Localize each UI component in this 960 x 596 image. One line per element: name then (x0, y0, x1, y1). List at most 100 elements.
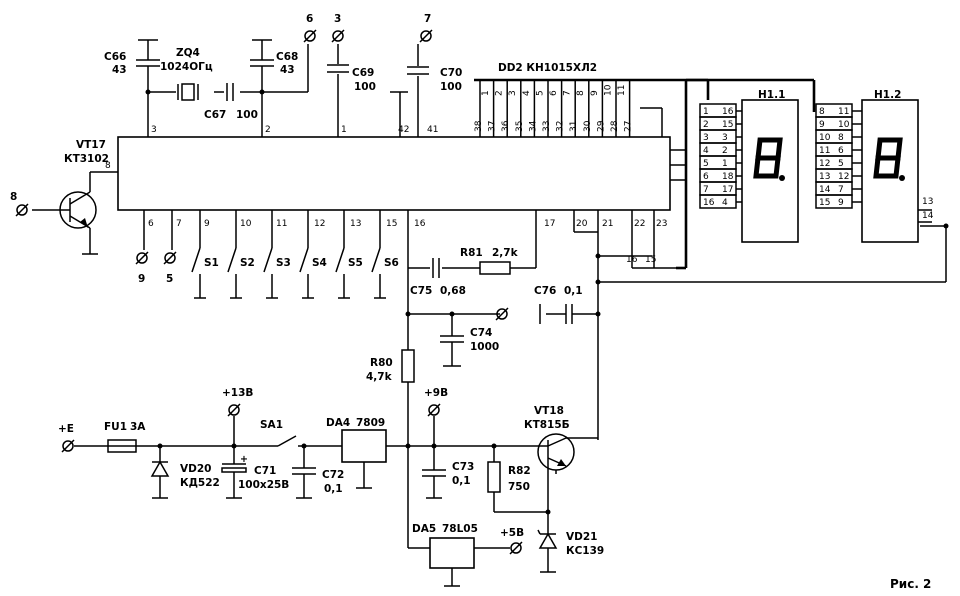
bus-pin-32: 32 (556, 121, 566, 132)
r80-ref: R80 (370, 357, 393, 369)
bus-pin-28: 28 (610, 120, 620, 132)
terminal-5v[interactable] (509, 541, 523, 555)
button-s2[interactable]: S2 (227, 210, 255, 299)
c66-capacitor (136, 39, 160, 92)
terminal-5v-label: +5В (500, 527, 524, 539)
vt17-transistor (32, 171, 118, 255)
terminal-9[interactable] (135, 251, 149, 265)
h1_1-right-pin-16: 16 (722, 107, 734, 117)
vd21-part: КС139 (566, 545, 604, 557)
terminal-3-label: 3 (334, 13, 341, 25)
display-bus (640, 78, 816, 270)
bus-line-1: 1 (481, 90, 491, 96)
terminal-13v[interactable] (227, 403, 241, 417)
ic-pin-8: 8 (105, 161, 111, 171)
h1_1-left-pin-1: 1 (703, 107, 709, 117)
ic-pin-2: 2 (265, 125, 271, 135)
fu1-value: 3А (130, 421, 146, 433)
terminal-7-label: 7 (424, 13, 431, 25)
terminal-8[interactable] (15, 203, 29, 217)
h1_1-left-pin-2: 2 (703, 120, 709, 130)
h1_2-left-pin-9: 9 (819, 120, 825, 130)
r80-value: 4,7k (366, 371, 393, 383)
r81-ref: R81 (460, 247, 483, 259)
bus-pin-29: 29 (596, 120, 606, 132)
bus-line-10: 10 (603, 84, 613, 96)
ic-pin-9: 9 (204, 219, 210, 229)
c76-capacitor (565, 304, 573, 324)
c67-value: 100 (236, 109, 258, 121)
bus-pin-16: 16 (626, 255, 638, 265)
button-s4[interactable]: S4 (299, 210, 327, 299)
h1_2-left-pin-14: 14 (819, 185, 831, 195)
sa1-switch[interactable] (277, 435, 342, 447)
da4-ref: DA4 (326, 417, 350, 429)
h1_1-left-pin-16: 16 (703, 198, 715, 208)
bus-pin-27: 27 (624, 121, 634, 132)
ic-pin-16: 16 (414, 219, 426, 229)
vt17-ref: VT17 (76, 139, 106, 151)
h1-2-ref: H1.2 (874, 89, 901, 101)
vd20-part: КД522 (180, 477, 220, 489)
h1-2-side-pin-14: 14 (922, 211, 934, 221)
r82-ref: R82 (508, 465, 531, 477)
ic-pin-3: 3 (151, 125, 157, 135)
terminal-c74[interactable] (495, 307, 509, 321)
ic-top-pins: 3 2 1 42 41 (147, 92, 438, 137)
sa1-ref: SA1 (260, 419, 283, 431)
h1-2-side-pin-13: 13 (922, 197, 933, 207)
ic-pin-6: 6 (148, 219, 154, 229)
c66-value: 43 (112, 64, 127, 76)
ic-pin-23: 23 (656, 219, 667, 229)
terminal-9v[interactable] (427, 403, 441, 417)
ic-pin-17: 17 (544, 219, 555, 229)
bus-line-8: 8 (576, 90, 586, 96)
bus-pin-15: 15 (645, 255, 656, 265)
terminal-7[interactable] (419, 29, 433, 43)
bus-line-3: 3 (508, 90, 518, 96)
vd20-diode (150, 446, 170, 499)
bus-pin-33: 33 (542, 121, 552, 132)
ic-pin-12: 12 (314, 219, 325, 229)
c75-ref: С75 (410, 285, 432, 297)
terminal-6[interactable] (303, 29, 317, 43)
ic-dd1-body (117, 136, 671, 211)
button-s3[interactable]: S3 (263, 210, 291, 299)
button-s5[interactable]: S5 (335, 210, 363, 299)
terminal-8-label: 8 (10, 191, 17, 203)
h1_2-right-pin-9: 9 (838, 198, 844, 208)
ic-pin-22: 22 (634, 219, 645, 229)
bus-pin-38: 38 (474, 120, 484, 132)
button-s6[interactable]: S6 (371, 210, 399, 299)
h1_2-left-pin-8: 8 (819, 107, 825, 117)
c75-value: 0,68 (440, 285, 466, 297)
vt18-part: КТ815Б (524, 419, 570, 431)
terminal-e[interactable] (61, 439, 75, 453)
c68-ref: С68 (276, 51, 298, 63)
button-s1[interactable]: S1 (191, 210, 219, 299)
vd21-ref: VD21 (566, 531, 597, 543)
vt17-part: КТ3102 (64, 153, 109, 165)
terminal-3[interactable] (331, 29, 345, 43)
terminal-e-label: +E (58, 423, 74, 435)
h1_2-right-pin-11: 11 (838, 107, 849, 117)
c71-value: 100х25В (238, 479, 289, 491)
ic-pin-1: 1 (341, 125, 347, 135)
h1_1-right-pin-18: 18 (722, 172, 734, 182)
c74-value: 1000 (470, 341, 499, 353)
zq4-ref: ZQ4 (176, 47, 200, 59)
terminal-5[interactable] (163, 251, 177, 265)
h1-1-seven-segment-digit (753, 137, 785, 181)
h1_1-left-pin-3: 3 (703, 133, 709, 143)
h1_2-right-pin-7: 7 (838, 185, 844, 195)
h1_1-right-pin-15: 15 (722, 120, 733, 130)
h1_1-left-pin-7: 7 (703, 185, 709, 195)
bus-line-7: 7 (563, 90, 573, 96)
bus-line-11: 11 (617, 85, 627, 96)
c69-ref: С69 (352, 67, 374, 79)
bus-line-4: 4 (522, 90, 532, 96)
c71-ref: С71 (254, 465, 276, 477)
